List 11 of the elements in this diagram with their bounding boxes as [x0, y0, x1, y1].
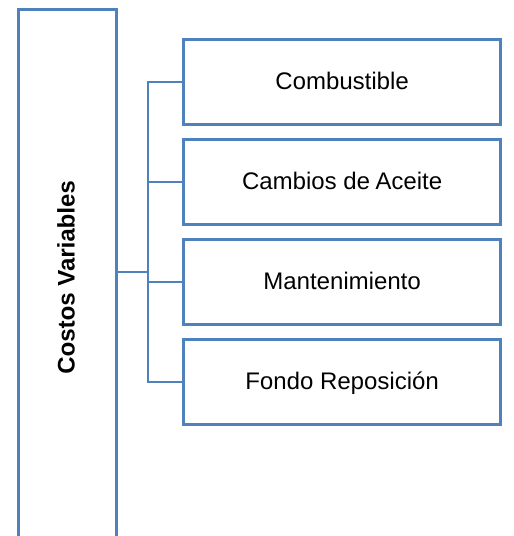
box-label: Mantenimiento [263, 268, 421, 296]
process-box [182, 138, 502, 226]
process-box [17, 8, 118, 536]
connector-line [118, 271, 182, 383]
box-label: Combustible [275, 68, 409, 96]
process-box [182, 38, 502, 126]
box-label: Fondo Reposición [245, 368, 439, 396]
process-box [182, 238, 502, 326]
process-box [182, 338, 502, 426]
box-label: Cambios de Aceite [242, 168, 442, 196]
category-heading: Costos Variables [54, 180, 82, 374]
